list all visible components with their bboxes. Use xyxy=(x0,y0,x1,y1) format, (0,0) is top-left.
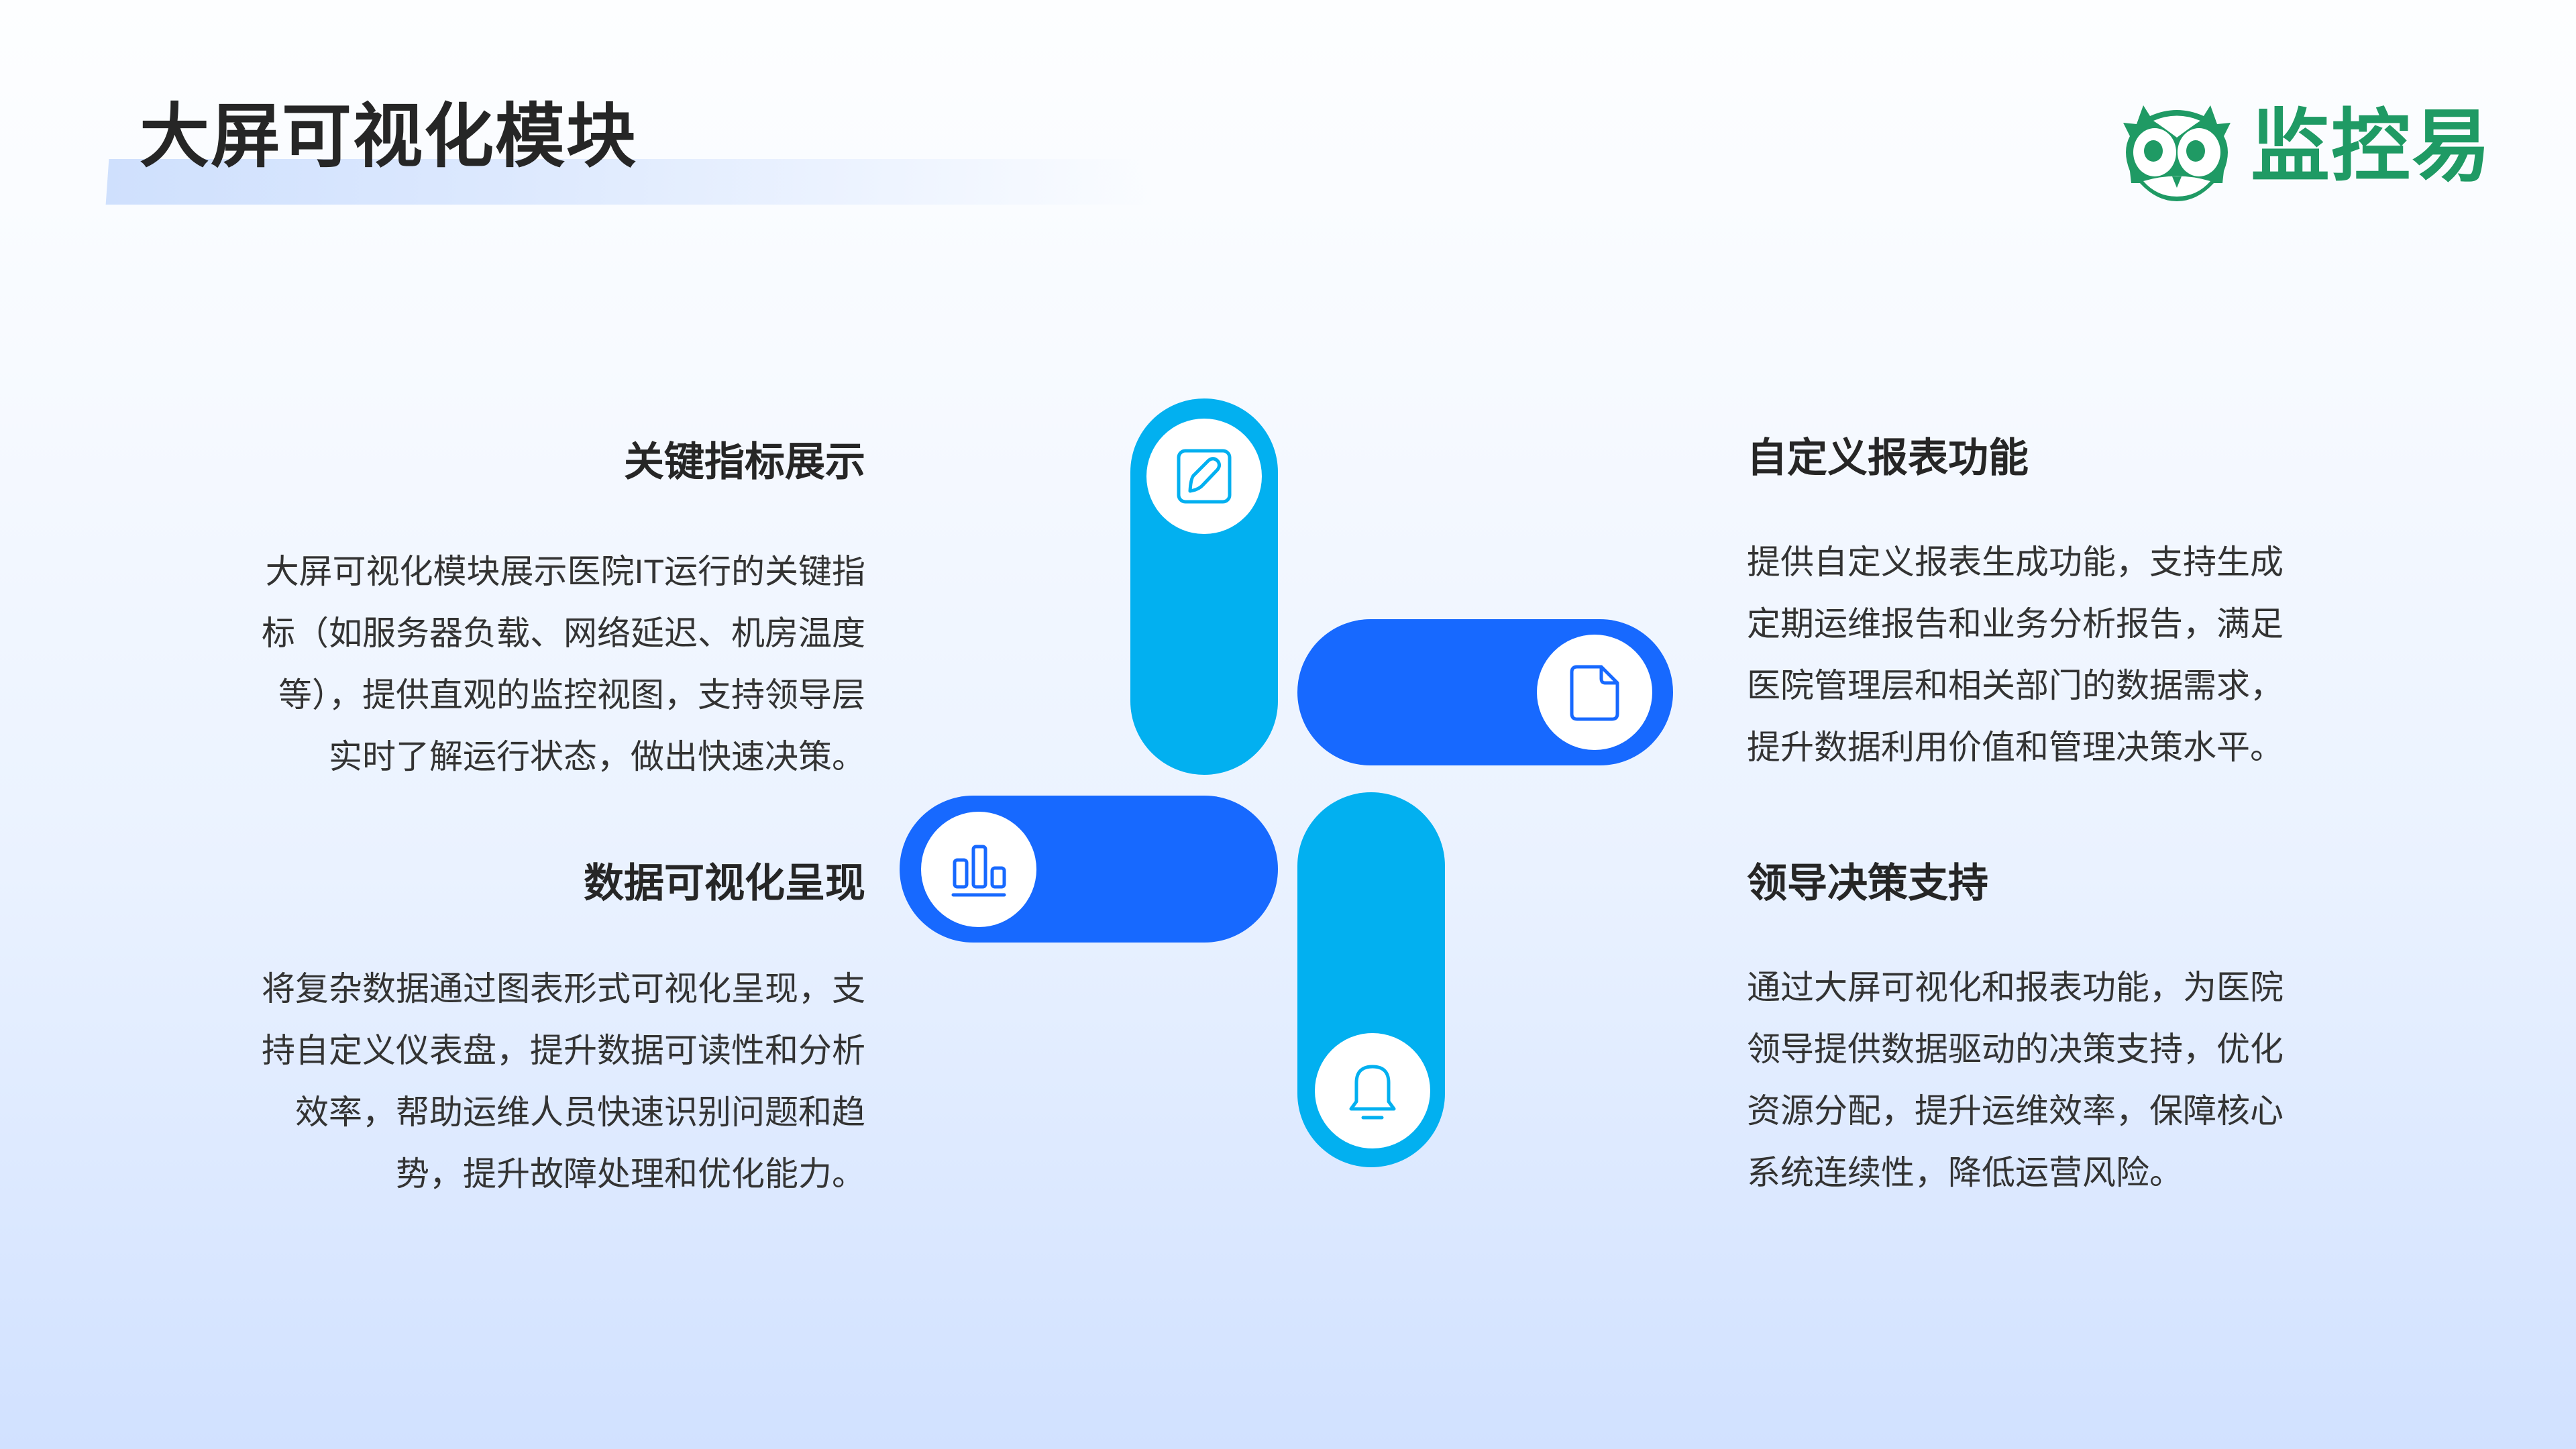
bell-icon xyxy=(1349,1065,1396,1120)
icon-circle-bottom xyxy=(1315,1033,1430,1148)
page-title: 大屏可视化模块 xyxy=(140,98,638,176)
section-body: 将复杂数据通过图表形式可视化呈现，支持自定义仪表盘，提升数据可读性和分析效率，帮… xyxy=(262,970,865,1193)
section-data-visualization: 数据可视化呈现 将复杂数据通过图表形式可视化呈现，支持自定义仪表盘，提升数据可读… xyxy=(262,857,865,1205)
section-decision-support: 领导决策支持 通过大屏可视化和报表功能，为医院领导提供数据驱动的决策支持，优化资… xyxy=(1747,857,2310,1203)
icon-circle-right xyxy=(1537,635,1652,750)
section-title: 关键指标展示 xyxy=(624,439,865,484)
icon-circle-top xyxy=(1146,419,1262,534)
owl-icon xyxy=(2123,105,2231,201)
section-key-metrics: 关键指标展示 大屏可视化模块展示医院IT运行的关键指标（如服务器负载、网络延迟、… xyxy=(262,436,865,788)
section-title: 数据可视化呈现 xyxy=(584,861,865,906)
brand-logo: 监控易 xyxy=(2116,97,2491,201)
section-title: 领导决策支持 xyxy=(1747,861,1988,906)
section-title: 自定义报表功能 xyxy=(1747,435,2029,480)
edit-square-icon xyxy=(1177,449,1232,504)
section-body: 提供自定义报表生成功能，支持生成定期运维报告和业务分析报告，满足医院管理层和相关… xyxy=(1747,543,2284,766)
section-body: 通过大屏可视化和报表功能，为医院领导提供数据驱动的决策支持，优化资源分配，提升运… xyxy=(1747,969,2284,1191)
logo-text: 监控易 xyxy=(2251,103,2493,191)
document-icon xyxy=(1570,665,1619,721)
section-body: 大屏可视化模块展示医院IT运行的关键指标（如服务器负载、网络延迟、机房温度等），… xyxy=(262,553,865,775)
section-custom-reports: 自定义报表功能 提供自定义报表生成功能，支持生成定期运维报告和业务分析报告，满足… xyxy=(1747,432,2310,778)
bar-chart-icon xyxy=(951,845,1006,897)
icon-circle-left xyxy=(921,812,1036,927)
